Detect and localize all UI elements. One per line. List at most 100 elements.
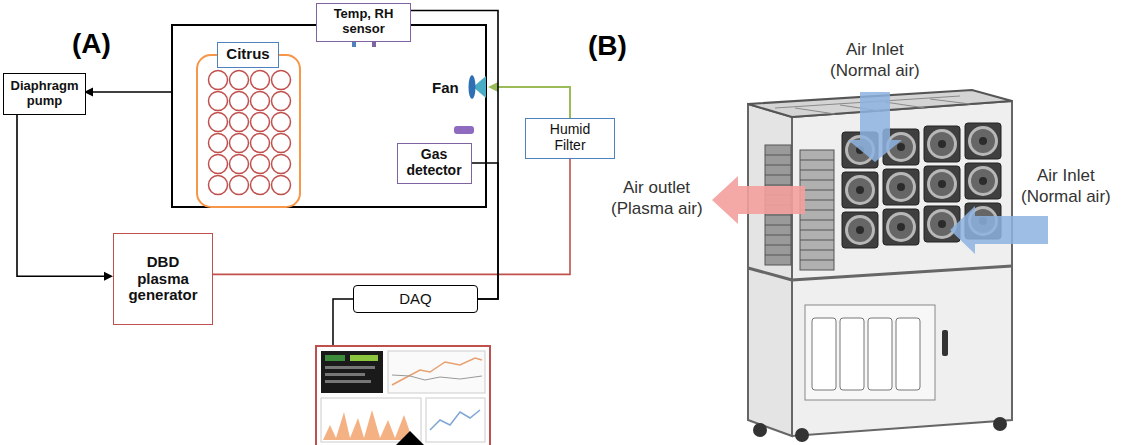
suction-line	[92, 91, 172, 93]
monitor-frame	[316, 346, 490, 445]
cooling-fan	[924, 126, 960, 162]
airflow-label: (Plasma air)	[611, 199, 703, 219]
node-text: Gas detector	[403, 147, 465, 178]
node-text: DAQ	[399, 291, 432, 308]
citrus-container	[197, 55, 300, 207]
sensor-box: Temp, RH sensor	[316, 3, 411, 42]
citrus-fruit	[209, 92, 228, 111]
connector-line	[17, 115, 105, 276]
citrus-fruit	[251, 71, 270, 90]
caster-wheel	[795, 428, 809, 442]
cooling-fan	[924, 206, 960, 242]
caster-wheel	[753, 423, 767, 437]
citrus-fruit	[230, 113, 249, 132]
airflow-label: Air Inlet	[846, 40, 904, 60]
signal-wire	[333, 299, 353, 346]
citrus-fruit	[272, 134, 291, 153]
cooling-fan	[965, 123, 1001, 159]
airflow-label: (Normal air)	[1021, 187, 1111, 207]
sample-box: Citrus	[217, 42, 279, 68]
citrus-fruit	[209, 71, 228, 90]
node-text: Citrus	[226, 46, 269, 63]
inlet-arrow	[848, 92, 902, 162]
cabinet-side	[748, 104, 792, 436]
citrus-fruit	[251, 155, 270, 174]
citrus-fruit	[209, 134, 228, 153]
connector	[17, 115, 113, 281]
citrus-fruit	[272, 113, 291, 132]
citrus-fruit	[209, 155, 228, 174]
fan-symbol	[469, 75, 476, 99]
caster-wheel	[993, 417, 1007, 431]
node-text: DBD plasma generator	[126, 254, 201, 304]
cooling-fan	[883, 209, 919, 245]
plot-curve	[430, 410, 480, 430]
citrus-fruit	[272, 92, 291, 111]
connector	[472, 163, 499, 299]
power-module	[868, 318, 892, 390]
gas-sensor-element	[454, 126, 474, 134]
connector	[213, 159, 570, 275]
screen-bar	[325, 366, 375, 369]
citrus-fruit	[230, 71, 249, 90]
monitor-screen	[316, 346, 490, 445]
airflow-label: Air outlet	[623, 178, 690, 198]
citrus-fruits	[209, 71, 291, 195]
component-label: Fan	[432, 79, 459, 96]
cabinet-shelf	[748, 268, 792, 280]
screen-panel	[321, 351, 383, 393]
outlet-arrow	[712, 176, 805, 224]
plasma-cabinet	[748, 90, 1012, 442]
cooling-fan	[924, 166, 960, 202]
screen-bar	[325, 380, 371, 383]
cooling-fan	[883, 169, 919, 205]
power-module	[840, 318, 864, 390]
screen-bar	[325, 355, 345, 361]
citrus-fruit	[230, 92, 249, 111]
citrus-fruit	[272, 155, 291, 174]
daq-box: DAQ	[353, 285, 478, 313]
generator-box: DBD plasma generator	[113, 233, 213, 325]
citrus-fruit	[230, 176, 249, 195]
screen-bar	[325, 373, 365, 376]
panel-label: (A)	[72, 28, 111, 60]
cooling-fan	[965, 163, 1001, 199]
connector-line	[213, 159, 570, 275]
node-text: Temp, RH sensor	[324, 7, 404, 36]
citrus-fruit	[251, 113, 270, 132]
citrus-fruit	[209, 113, 228, 132]
filter-box: Humid Filter	[525, 118, 615, 159]
citrus-fruit	[230, 155, 249, 174]
pump-box: Diaphragm pump	[3, 73, 86, 115]
airflow-label: (Normal air)	[830, 61, 920, 81]
door-handle	[942, 330, 948, 356]
detector-box: Gas detector	[397, 143, 472, 184]
citrus-fruit	[209, 176, 228, 195]
chamber-outline	[172, 25, 486, 207]
citrus-fruit	[230, 134, 249, 153]
screen-bar	[350, 355, 378, 361]
cabinet-front	[792, 101, 1012, 436]
pointer-arrow	[396, 431, 424, 445]
power-unit-box	[805, 305, 935, 400]
citrus-fruit	[272, 176, 291, 195]
plot-curve	[392, 358, 482, 385]
screen-plot	[388, 351, 485, 393]
plot-area	[323, 410, 419, 440]
inlet-arrow	[950, 206, 1048, 254]
citrus-fruit	[251, 92, 270, 111]
cooling-fan	[842, 212, 878, 248]
citrus-fruit	[251, 176, 270, 195]
power-module	[812, 318, 836, 390]
node-text: Diaphragm pump	[9, 79, 80, 108]
citrus-fruit	[272, 71, 291, 90]
arrow-head	[104, 272, 113, 281]
connector-line	[472, 163, 499, 299]
air-line	[496, 87, 570, 120]
arrow-head	[488, 82, 498, 92]
panel-label: (B)	[588, 30, 627, 62]
cooling-fan	[842, 172, 878, 208]
